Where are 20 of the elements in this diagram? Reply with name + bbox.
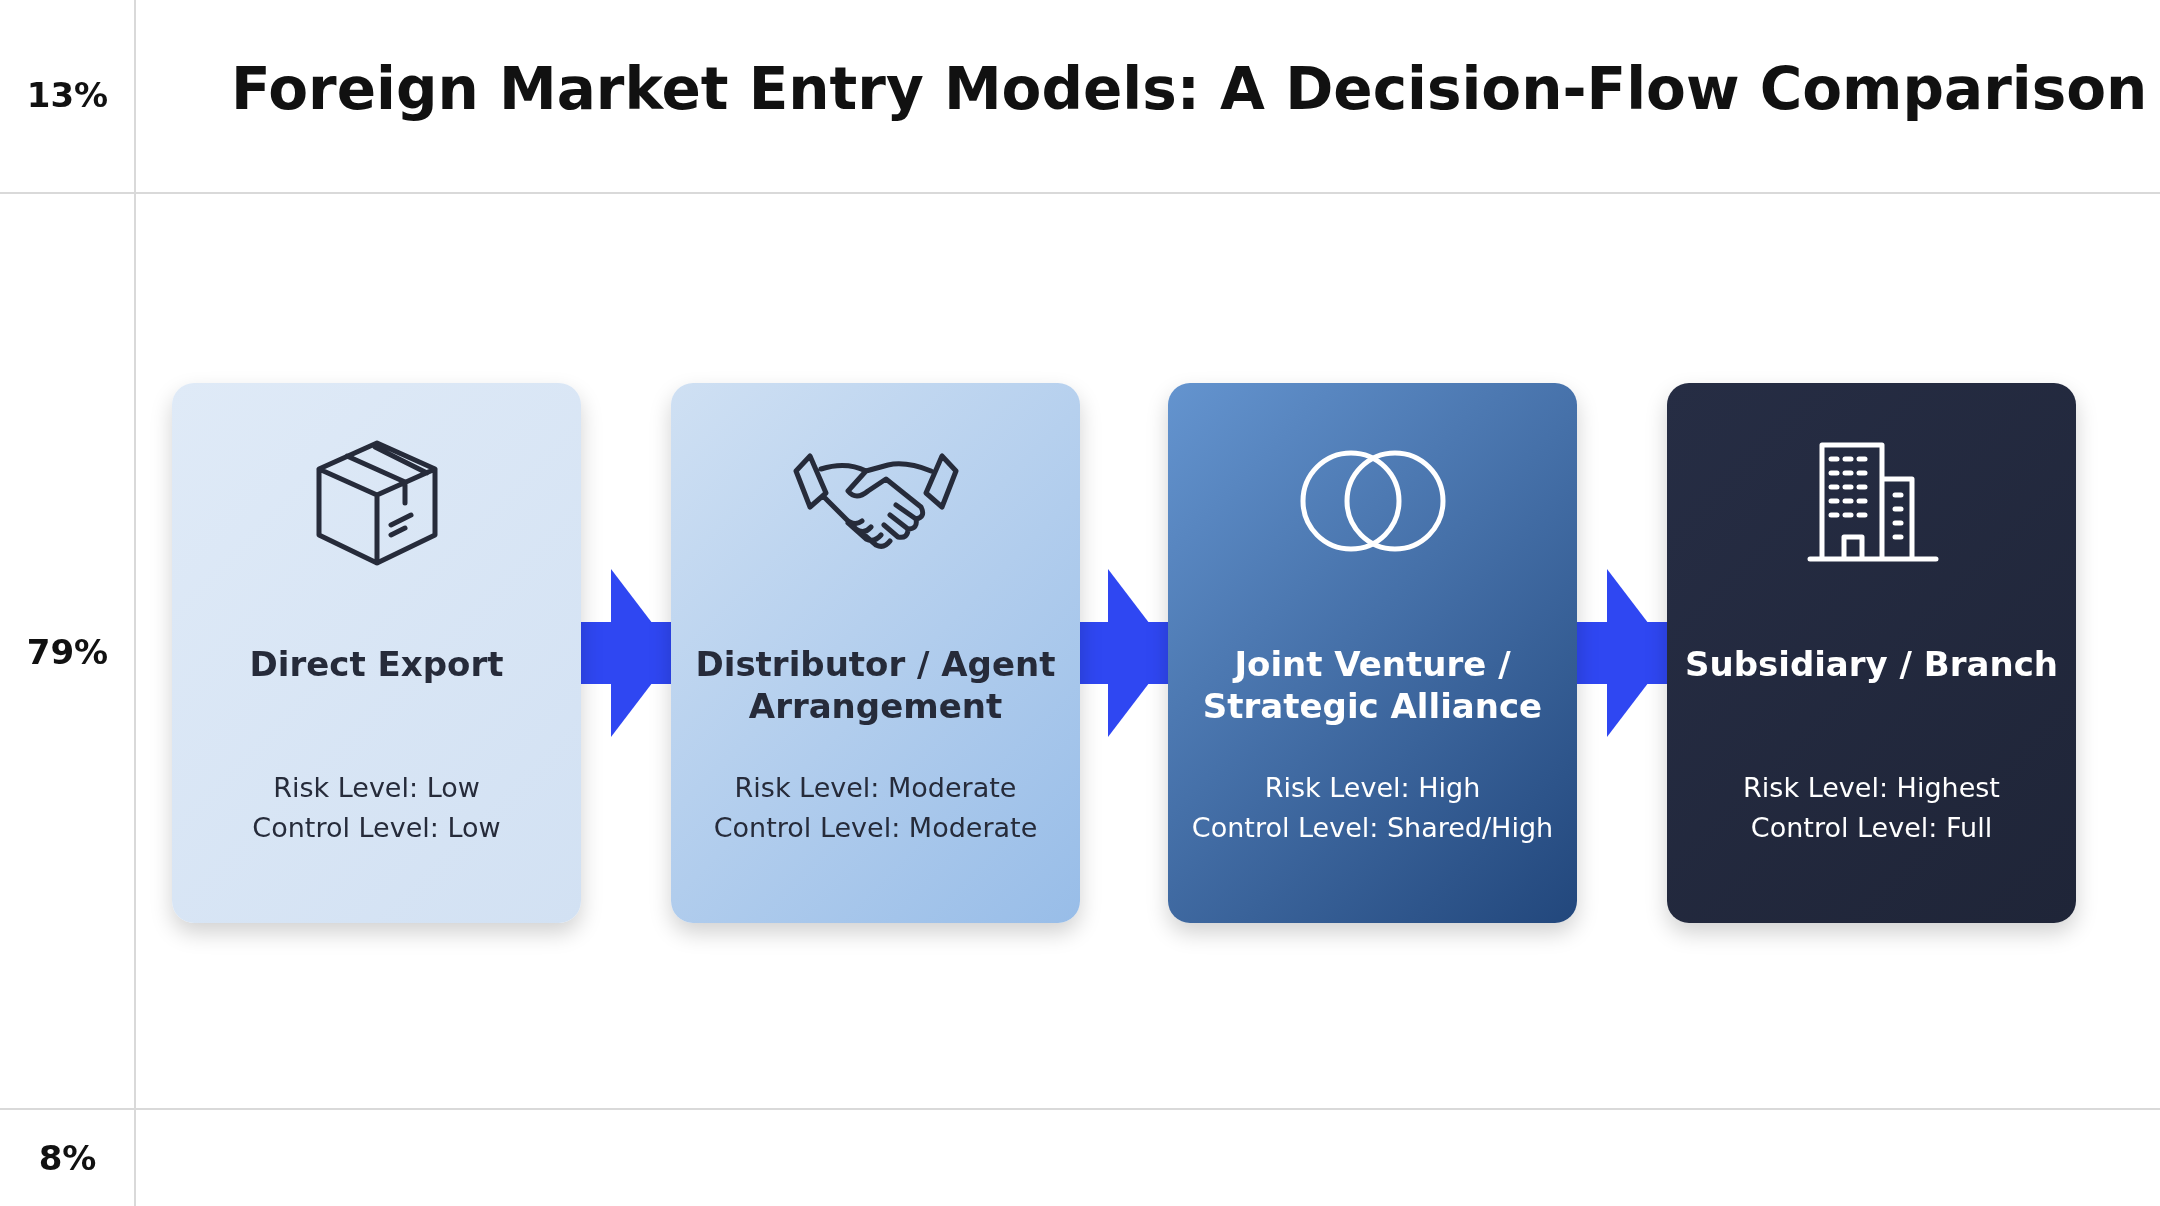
- card-title: Joint Venture / Strategic Alliance: [1201, 643, 1544, 727]
- card-text: Control Level: Low: [251, 811, 502, 845]
- process-card: [1667, 383, 2076, 923]
- percentage-label: 8%: [37, 1138, 98, 1178]
- card-title: Direct Export: [248, 643, 505, 685]
- card-text: Risk Level: Low: [272, 771, 481, 805]
- card-text: Risk Level: Moderate: [733, 771, 1018, 805]
- card-text: Control Level: Full: [1749, 811, 1994, 845]
- card-text: Risk Level: Highest: [1742, 771, 2001, 805]
- card-title: Subsidiary / Branch: [1683, 643, 2060, 685]
- percentage-label: 13%: [25, 75, 110, 115]
- percentage-label: 79%: [25, 632, 110, 672]
- card-text: Control Level: Shared/High: [1190, 811, 1555, 845]
- process-card: [172, 383, 581, 923]
- card-text: Risk Level: High: [1263, 771, 1482, 805]
- card-text: Control Level: Moderate: [712, 811, 1039, 845]
- card-title: Distributor / Agent Arrangement: [694, 643, 1057, 727]
- process-card: [1168, 383, 1577, 923]
- title: Foreign Market Entry Models: A Decision-Flow Comparison: [231, 55, 2148, 123]
- process-card: [671, 383, 1080, 923]
